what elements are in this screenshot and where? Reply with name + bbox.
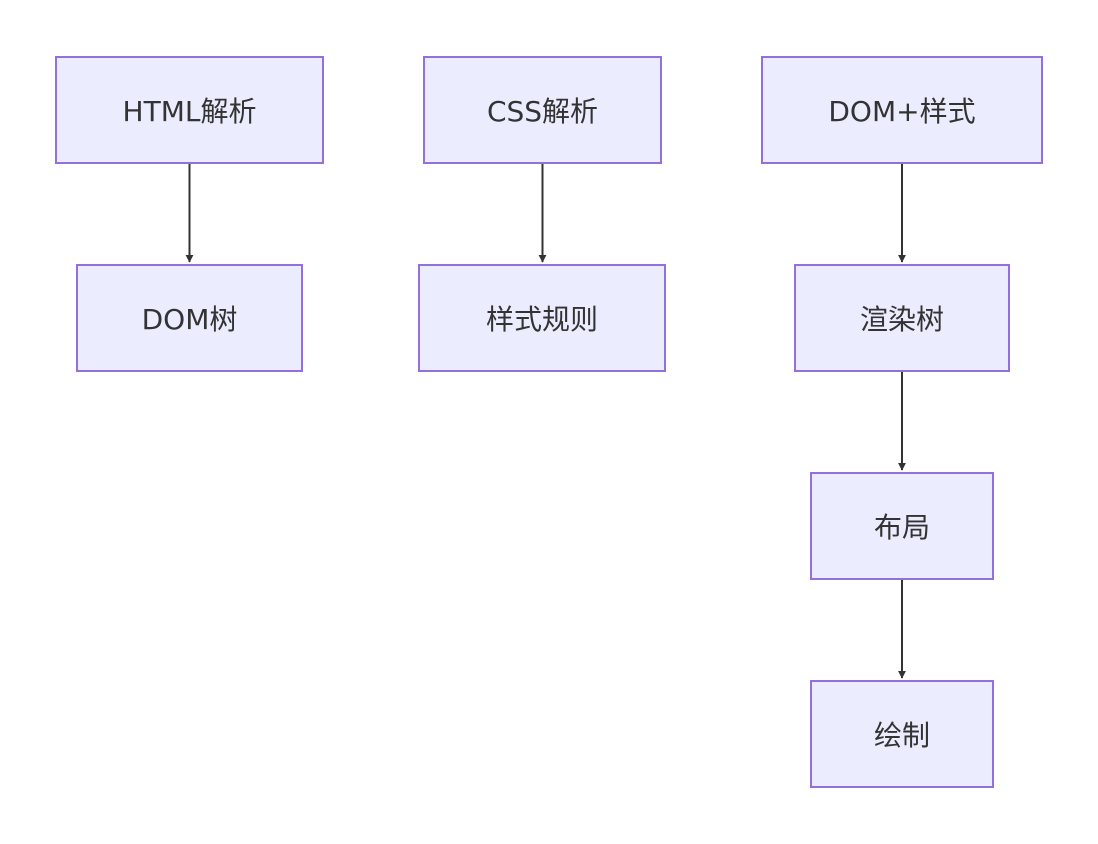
node-paint: 绘制 <box>810 680 994 788</box>
node-render-tree: 渲染树 <box>794 264 1010 372</box>
node-dom-plus-style: DOM+样式 <box>761 56 1043 164</box>
node-paint-label: 绘制 <box>873 719 930 752</box>
node-dom-tree: DOM树 <box>76 264 303 372</box>
node-style-rules: 样式规则 <box>418 264 666 372</box>
node-html-parse-label: HTML解析 <box>122 95 257 128</box>
node-dom-plus-style-label: DOM+样式 <box>828 95 976 128</box>
node-dom-tree-label: DOM树 <box>141 303 238 336</box>
node-layout-label: 布局 <box>873 511 930 544</box>
node-layout: 布局 <box>810 472 994 580</box>
node-render-tree-label: 渲染树 <box>859 303 944 336</box>
node-css-parse: CSS解析 <box>423 56 662 164</box>
node-html-parse: HTML解析 <box>55 56 324 164</box>
node-style-rules-label: 样式规则 <box>485 303 598 336</box>
node-css-parse-label: CSS解析 <box>486 95 599 128</box>
